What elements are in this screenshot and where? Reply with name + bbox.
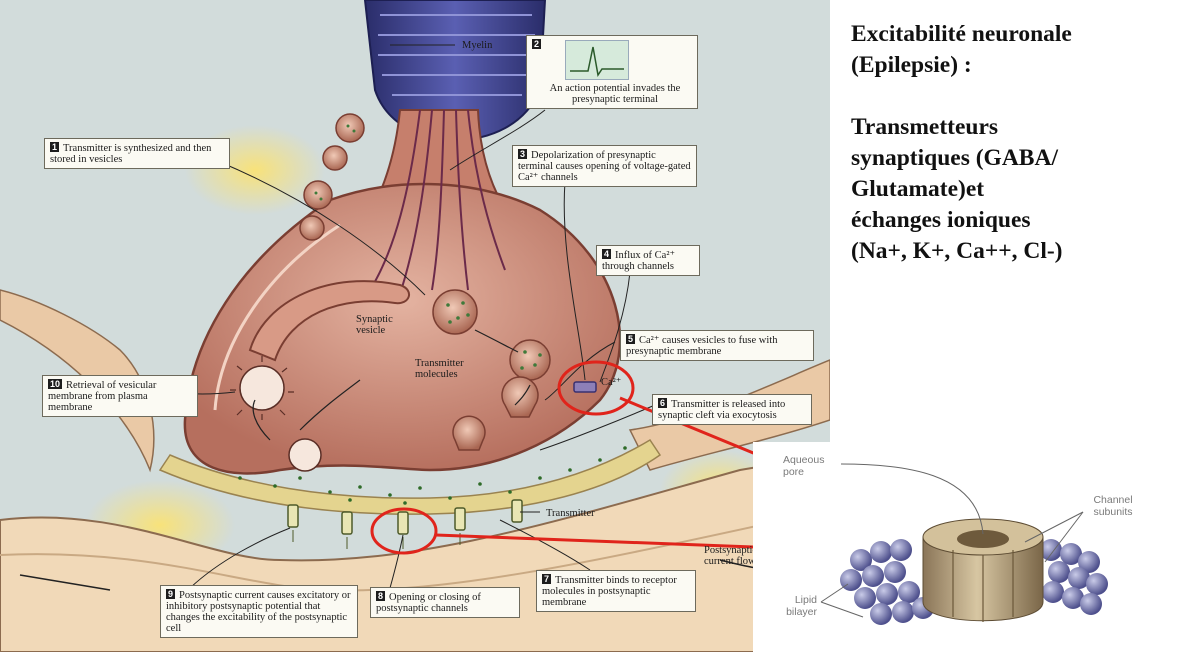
calcium-label: Ca²⁺ (601, 377, 621, 388)
action-potential-icon (565, 40, 629, 80)
step-number: 6 (658, 398, 667, 408)
step-text: Transmitter is released into synaptic cl… (658, 399, 785, 421)
slide-title: Excitabilité neuronale (Epilepsie) : Tra… (851, 19, 1196, 267)
step-number: 4 (602, 249, 611, 259)
title-line: Glutamate)et (851, 174, 1196, 205)
ion-channel-inset: Aqueous pore Channel subunits Lipid bila… (753, 442, 1199, 652)
title-line: Excitabilité neuronale (851, 19, 1196, 50)
channel-subunits-label: Channel subunits (1083, 494, 1143, 518)
step-text: An action potential invades the presynap… (535, 83, 695, 105)
step-text: Transmitter is synthesized and then stor… (50, 143, 211, 165)
title-line: (Epilepsie) : (851, 50, 1196, 81)
step-2-callout: 2 An action potential invades the presyn… (526, 35, 698, 109)
title-line: Transmetteurs (851, 112, 1196, 143)
step-number: 1 (50, 142, 59, 152)
step-text: Opening or closing of postsynaptic chann… (376, 592, 481, 614)
myelin-label: Myelin (462, 40, 492, 51)
step-text: Ca²⁺ causes vesicles to fuse with presyn… (626, 335, 777, 357)
title-line (851, 81, 1196, 112)
step-text: Postsynaptic current causes excitatory o… (166, 590, 350, 634)
transmitter-molecules-label: Transmitter molecules (415, 358, 487, 380)
lipid-bilayer-label: Lipid bilayer (773, 594, 817, 618)
synaptic-vesicle-label: Synaptic vesicle (356, 314, 416, 336)
step-number: 2 (532, 39, 541, 49)
aqueous-pore-label: Aqueous pore (783, 454, 838, 478)
title-line: (Na+, K+, Ca++, Cl-) (851, 236, 1196, 267)
step-number: 5 (626, 334, 635, 344)
step-number: 10 (48, 379, 62, 389)
step-text: Depolarization of presynaptic terminal c… (518, 150, 691, 183)
step-number: 7 (542, 574, 551, 584)
step-text: Retrieval of vesicular membrane from pla… (48, 380, 156, 413)
title-line: synaptiques (GABA/ (851, 143, 1196, 174)
step-number: 3 (518, 149, 527, 159)
transmitter-label: Transmitter (546, 508, 595, 519)
step-text: Transmitter binds to receptor molecules … (542, 575, 677, 608)
step-number: 8 (376, 591, 385, 601)
step-text: Influx of Ca²⁺ through channels (602, 250, 675, 272)
title-line: échanges ioniques (851, 205, 1196, 236)
step-number: 9 (166, 589, 175, 599)
